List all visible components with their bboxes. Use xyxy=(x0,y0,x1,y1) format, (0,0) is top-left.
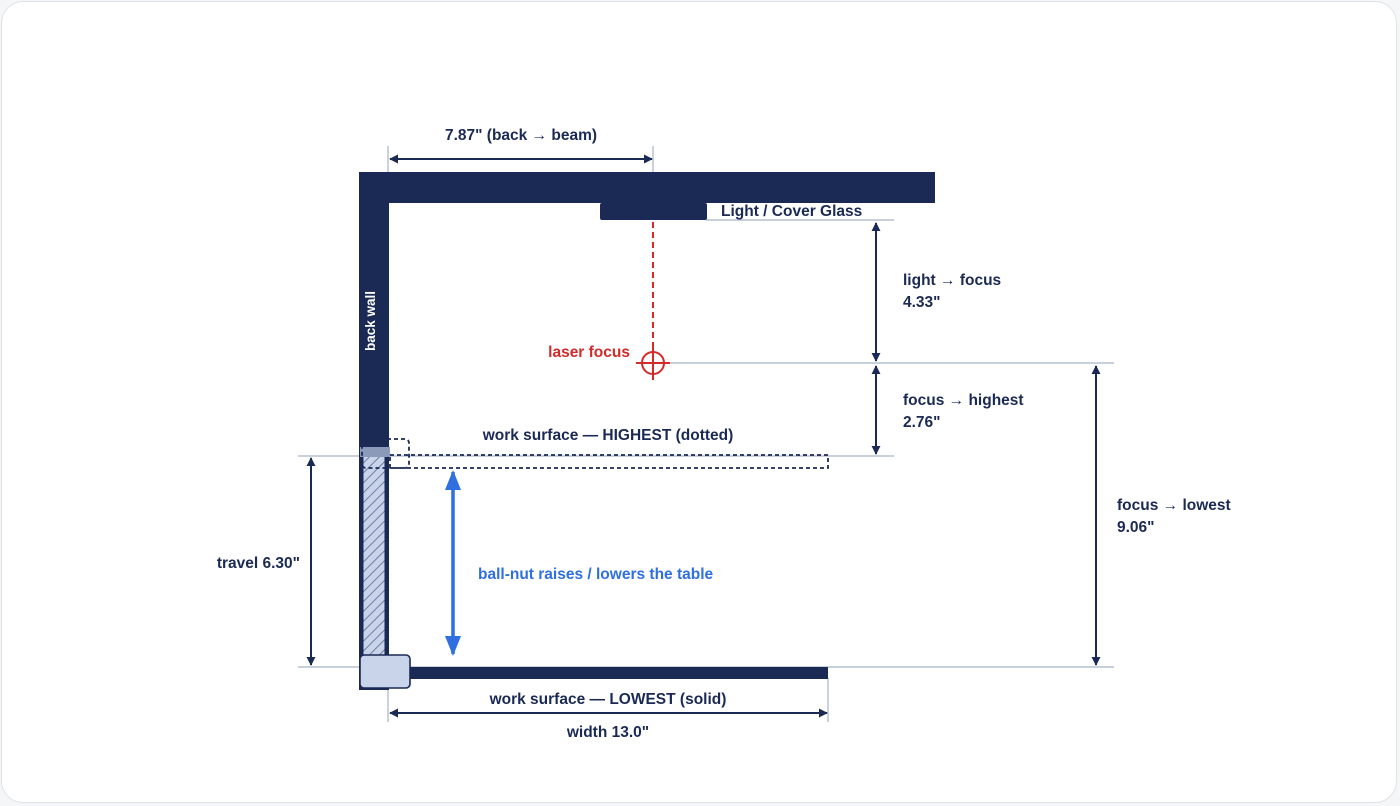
label-light-focus-title: light → focus xyxy=(903,272,1001,289)
ball-nut-lowest xyxy=(359,654,411,689)
label-focus-highest-title: focus → highest xyxy=(903,392,1024,409)
dimension-arrows xyxy=(306,154,1101,718)
light-cover-glass xyxy=(600,203,707,220)
label-width: width 13.0" xyxy=(566,724,649,741)
label-focus-lowest-value: 9.06" xyxy=(1117,519,1155,536)
label-light-cover-glass: Light / Cover Glass xyxy=(721,203,862,220)
work-surface-lowest xyxy=(390,667,828,679)
crosshair-icon xyxy=(636,346,670,380)
upper-nut-block xyxy=(360,447,390,457)
label-laser-focus: laser focus xyxy=(548,344,630,361)
label-ball-nut: ball-nut raises / lowers the table xyxy=(478,566,714,583)
label-back-beam: 7.87" (back → beam) xyxy=(445,127,597,144)
work-surface-highest xyxy=(389,454,829,469)
label-work-surface-highest: work surface — HIGHEST (dotted) xyxy=(482,427,734,444)
label-back-wall: back wall xyxy=(363,291,378,351)
label-focus-lowest-title: focus → lowest xyxy=(1117,497,1231,514)
label-travel: travel 6.30" xyxy=(217,555,300,572)
label-work-surface-lowest: work surface — LOWEST (solid) xyxy=(489,691,727,708)
lead-screw xyxy=(362,447,386,659)
top-beam xyxy=(359,172,935,203)
ball-nut-highest xyxy=(361,438,410,469)
label-focus-highest-value: 2.76" xyxy=(903,414,941,431)
label-light-focus-value: 4.33" xyxy=(903,294,941,311)
